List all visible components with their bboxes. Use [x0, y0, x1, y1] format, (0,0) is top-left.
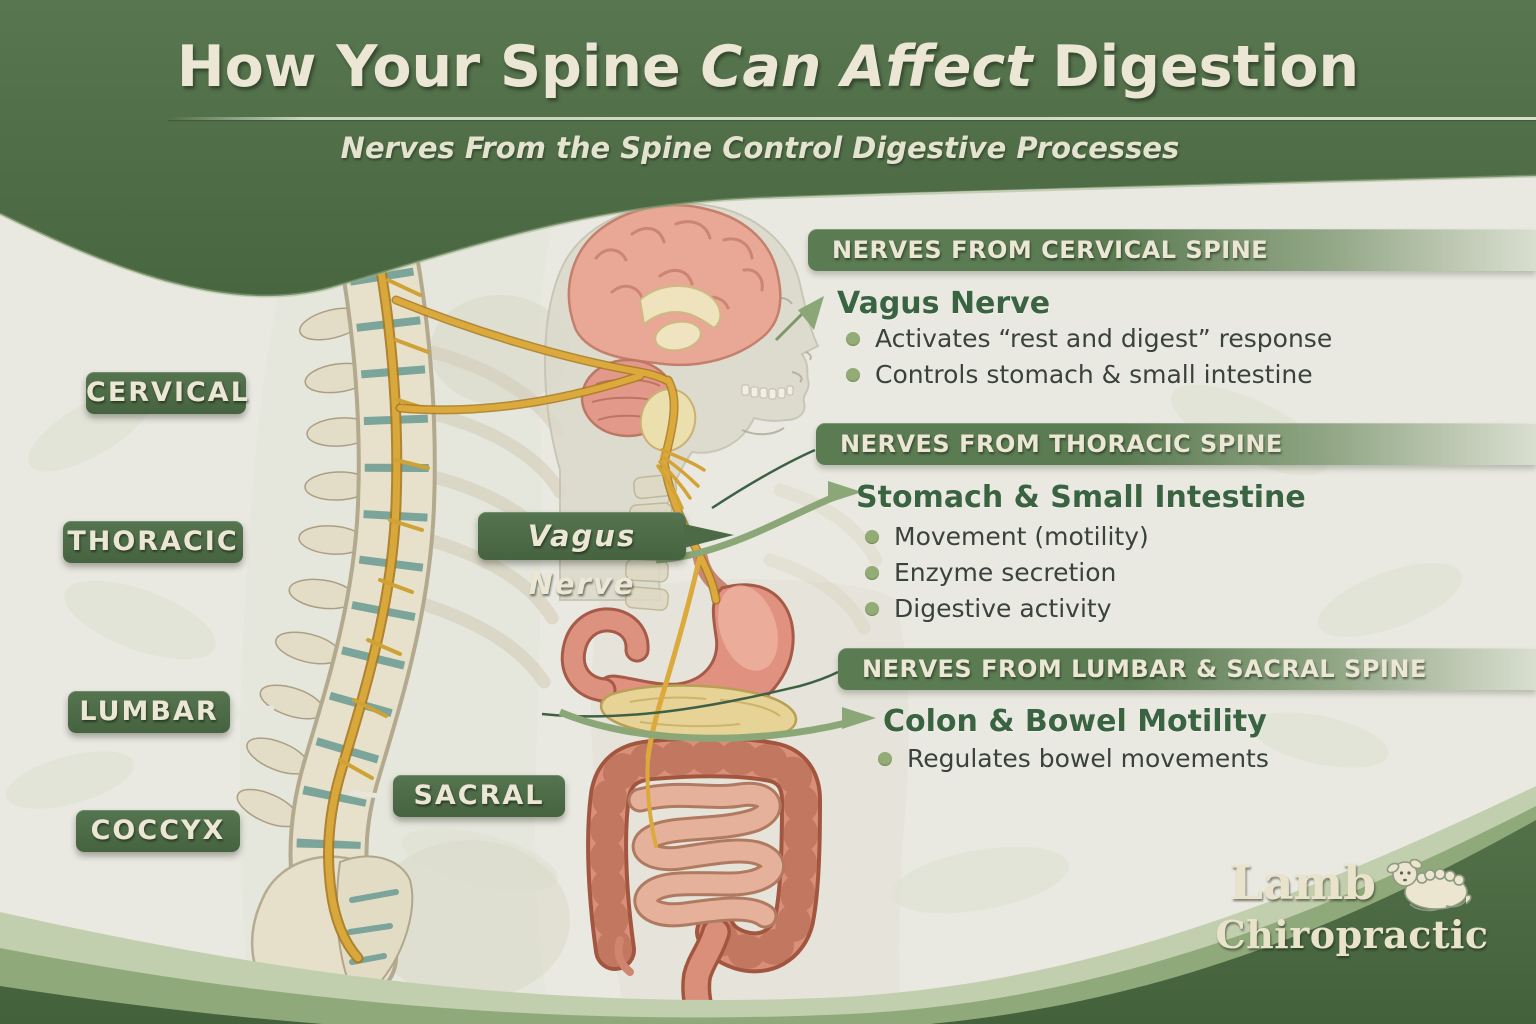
label-cervical: CERVICAL — [86, 372, 248, 414]
colon-arrow-line — [558, 708, 847, 742]
page-title: How Your Spine Can Affect Digestion — [176, 34, 1360, 100]
brainstem-roots — [656, 448, 706, 510]
section-bar-cervical: NERVES FROM CERVICAL SPINE — [808, 229, 1536, 271]
bullet-item: Activates “rest and digest” response — [846, 321, 1332, 357]
bullet-item: Controls stomach & small intestine — [846, 357, 1332, 393]
thoracic-bar-line — [711, 448, 816, 510]
label-coccyx: COCCYX — [76, 810, 240, 852]
teeth — [741, 384, 794, 400]
stomach-highlight — [718, 585, 778, 671]
lamb-icon — [1386, 858, 1472, 912]
label-lumbar: LUMBAR — [68, 691, 230, 733]
arrow-right-icon — [828, 481, 862, 503]
bullet-item: Digestive activity — [865, 591, 1149, 627]
spine-column — [236, 198, 412, 1002]
appendix — [614, 936, 634, 976]
thalamus — [654, 320, 702, 352]
section-heading-stomach: Stomach & Small Intestine — [856, 480, 1306, 515]
connector-lines — [541, 296, 876, 742]
arrow-right-icon — [842, 707, 876, 729]
lumbar-bar-line — [541, 670, 839, 718]
section-heading-colon: Colon & Bowel Motility — [883, 704, 1267, 739]
logo: Lamb Chiropractic — [1206, 852, 1498, 956]
nerve-roots — [338, 278, 432, 780]
label-thoracic: THORACIC — [63, 521, 243, 563]
section-bar-lumbar-sacral: NERVES FROM LUMBAR & SACRAL SPINE — [838, 648, 1536, 690]
section-bar-thoracic: NERVES FROM THORACIC SPINE — [816, 423, 1536, 465]
logo-name-line2: Chiropractic — [1215, 912, 1489, 957]
logo-name-line1: Lamb — [1229, 856, 1377, 911]
bullet-list-thoracic: Movement (motility) Enzyme secretion Dig… — [865, 519, 1149, 627]
header-divider — [168, 117, 1536, 120]
arrow-up-right-icon — [798, 296, 824, 330]
section-heading-vagus-nerve: Vagus Nerve — [837, 286, 1051, 321]
bullet-item: Movement (motility) — [865, 519, 1149, 555]
label-vagus-nerve: Vagus Nerve — [478, 512, 734, 601]
bullet-list-lumbar-sacral: Regulates bowel movements — [878, 741, 1269, 777]
small-intestine — [627, 781, 785, 929]
bullet-item: Regulates bowel movements — [878, 741, 1269, 777]
corpus-callosum — [638, 285, 722, 330]
bullet-item: Enzyme secretion — [865, 555, 1149, 591]
gyri-lines — [594, 220, 764, 310]
header-band — [0, 0, 1536, 297]
page-subtitle: Nerves From the Spine Control Digestive … — [340, 131, 1180, 165]
bottom-waves — [0, 786, 1536, 1024]
bullet-list-cervical: Activates “rest and digest” response Con… — [846, 321, 1332, 393]
label-sacral: SACRAL — [393, 775, 565, 817]
pelvis-shadow — [370, 840, 570, 1000]
